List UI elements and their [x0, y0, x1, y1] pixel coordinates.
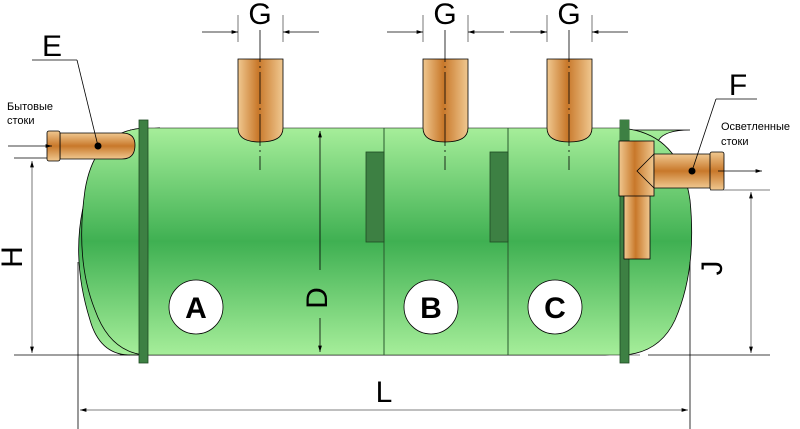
outlet-label-line2: стоки — [721, 136, 749, 148]
dim-h-label: H — [0, 246, 29, 268]
chamber-b-label: B — [420, 292, 442, 325]
dim-l-label: L — [376, 376, 393, 409]
dim-g-2-label: G — [433, 0, 456, 31]
dim-h: H — [0, 160, 130, 356]
chamber-b: B — [403, 279, 459, 335]
rib-left — [138, 119, 149, 364]
inlet-pipe — [46, 130, 136, 162]
chamber-a: A — [168, 279, 224, 335]
neck-1 — [237, 30, 284, 170]
dim-d-label: D — [301, 287, 334, 309]
inlet-label-line2: стоки — [7, 115, 35, 127]
dim-d: D — [301, 130, 334, 352]
dim-g-3: G — [510, 0, 628, 42]
dim-j-label: J — [696, 261, 729, 276]
dim-f-label: F — [729, 69, 747, 102]
chamber-c: C — [527, 279, 583, 335]
dim-l: L — [77, 262, 691, 429]
outlet-pipe — [618, 120, 725, 260]
inlet-label-line1: Бытовые — [7, 101, 53, 113]
outlet-label-line1: Осветленные — [721, 121, 790, 133]
dim-g-2: G — [387, 0, 504, 42]
dim-j: J — [648, 191, 770, 356]
chamber-a-label: A — [185, 292, 207, 325]
chamber-c-label: C — [544, 292, 566, 325]
baffle-1 — [365, 151, 385, 243]
dim-e-label: E — [42, 30, 62, 63]
dim-g-1-label: G — [248, 0, 271, 31]
dim-g-1: G — [202, 0, 319, 42]
neck-2 — [422, 30, 469, 170]
baffle-2 — [489, 151, 509, 243]
dim-g-3-label: G — [557, 0, 580, 31]
neck-3 — [546, 30, 593, 170]
